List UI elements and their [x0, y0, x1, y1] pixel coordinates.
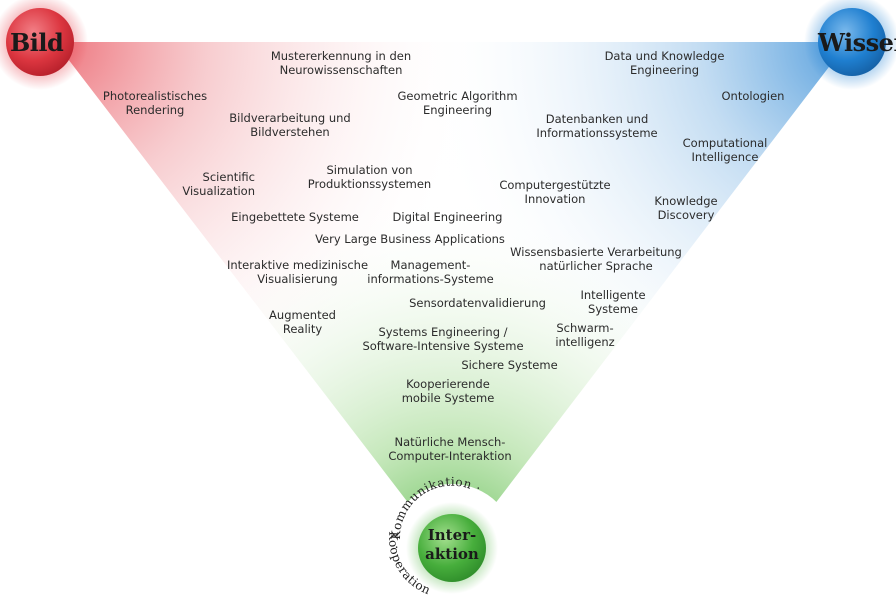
topic-mustererkennung: Mustererkennung in den Neurowissenschaft… [270, 49, 412, 77]
topic-wissensbasiert: Wissensbasierte Verarbeitung natürlicher… [510, 245, 682, 273]
topic-ontologien: Ontologien [721, 89, 785, 103]
topic-knowledge-discovery: Knowledge Discovery [654, 194, 718, 222]
topic-photorealistisch: Photorealistisches Rendering [102, 89, 208, 117]
topic-digital-engineering: Digital Engineering [392, 210, 503, 224]
topic-systems-eng: Systems Engineering / Software-Intensive… [362, 325, 524, 353]
topic-intelligente: Intelligente Systeme [580, 288, 646, 316]
topic-computergestuetzt: Computergestützte Innovation [499, 178, 611, 206]
topic-schwarm: Schwarm- intelligenz [555, 321, 615, 349]
topic-eingebettete: Eingebettete Systeme [231, 210, 359, 224]
interaktion-circle [388, 484, 516, 597]
topic-datenbanken: Datenbanken und Informationssysteme [536, 112, 658, 140]
interaktion-label-line2: aktion [425, 545, 479, 563]
topic-vlba: Very Large Business Applications [315, 232, 505, 246]
topic-kooperierende: Kooperierende mobile Systeme [401, 377, 495, 405]
bild-label: Bild [10, 28, 64, 57]
topic-sensordaten: Sensordatenvalidierung [409, 296, 546, 310]
topic-sichere: Sichere Systeme [461, 358, 558, 372]
topic-scientific: Scientific Visualization [182, 170, 255, 198]
wissen-circle [804, 0, 896, 90]
topic-simulation: Simulation von Produktionssystemen [307, 163, 432, 191]
interaktion-label: Inter- aktion [412, 526, 492, 564]
wissen-label: Wissen [818, 28, 896, 57]
topic-data-knowledge: Data und Knowledge Engineering [604, 49, 725, 77]
interaktion-label-line1: Inter- [427, 526, 477, 544]
topic-computational: Computational Intelligence [682, 136, 768, 164]
topic-augmented: Augmented Reality [269, 308, 336, 336]
topic-geometric: Geometric Algorithm Engineering [397, 89, 518, 117]
topic-interaktive-med: Interaktive medizinische Visualisierung [226, 258, 369, 286]
topic-management: Management- informations-Systeme [367, 258, 494, 286]
bild-circle [0, 0, 88, 90]
topic-bildverarbeitung: Bildverarbeitung und Bildverstehen [229, 111, 351, 139]
topic-natuerliche: Natürliche Mensch- Computer-Interaktion [388, 435, 512, 463]
